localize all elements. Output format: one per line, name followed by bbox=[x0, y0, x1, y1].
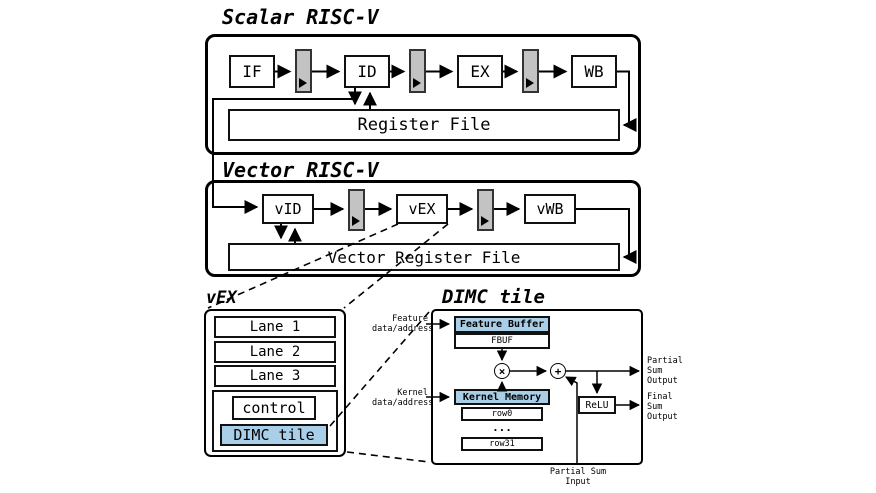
kernel-data-label: Kernel data/address bbox=[372, 388, 434, 409]
feature-buffer-header: Feature Buffer bbox=[454, 316, 550, 333]
partial-sum-output-label: Partial Sum Output bbox=[647, 356, 683, 387]
stage-vwb: vWB bbox=[524, 194, 576, 224]
control-box: control bbox=[232, 396, 316, 420]
row0-box: row0 bbox=[461, 407, 543, 421]
vector-register-file-box: Vector Register File bbox=[228, 243, 620, 271]
stage-vex: vEX bbox=[396, 194, 448, 224]
feature-data-label: Feature data/address bbox=[372, 314, 434, 335]
vex-detail-title: vEX bbox=[206, 288, 237, 308]
pipeline-register-icon bbox=[348, 189, 365, 231]
clock-wedge-icon bbox=[481, 216, 489, 226]
relu-box: ReLU bbox=[578, 396, 616, 414]
stage-vid: vID bbox=[262, 194, 314, 224]
pipeline-register-icon bbox=[522, 49, 539, 93]
fbuf-box: FBUF bbox=[454, 333, 550, 349]
scalar-title: Scalar RISC-V bbox=[222, 5, 379, 29]
lane-2-box: Lane 2 bbox=[214, 341, 336, 363]
stage-wb: WB bbox=[571, 55, 617, 88]
vector-title: Vector RISC-V bbox=[222, 158, 379, 182]
kernel-memory-header: Kernel Memory bbox=[454, 389, 550, 405]
clock-wedge-icon bbox=[526, 78, 534, 88]
adder-icon: + bbox=[550, 363, 566, 379]
clock-wedge-icon bbox=[352, 216, 360, 226]
lane-3-box: Lane 3 bbox=[214, 365, 336, 387]
row-ellipsis: ... bbox=[492, 420, 512, 434]
stage-ex: EX bbox=[457, 55, 503, 88]
final-sum-output-label: Final Sum Output bbox=[647, 392, 678, 423]
clock-wedge-icon bbox=[299, 78, 307, 88]
register-file-box: Register File bbox=[228, 109, 620, 141]
dimc-detail-title: DIMC tile bbox=[442, 286, 545, 308]
clock-wedge-icon bbox=[413, 78, 421, 88]
stage-if: IF bbox=[229, 55, 275, 88]
scalar-pipeline-frame bbox=[205, 34, 641, 155]
row31-box: row31 bbox=[461, 437, 543, 451]
pipeline-register-icon bbox=[477, 189, 494, 231]
dimc-detail-frame bbox=[431, 309, 643, 465]
dimc-tile-box: DIMC tile bbox=[220, 424, 328, 446]
pipeline-register-icon bbox=[295, 49, 312, 93]
partial-sum-input-label: Partial Sum Input bbox=[549, 467, 607, 488]
lane-1-box: Lane 1 bbox=[214, 316, 336, 338]
pipeline-register-icon bbox=[409, 49, 426, 93]
multiplier-icon: × bbox=[494, 363, 510, 379]
stage-id: ID bbox=[344, 55, 390, 88]
